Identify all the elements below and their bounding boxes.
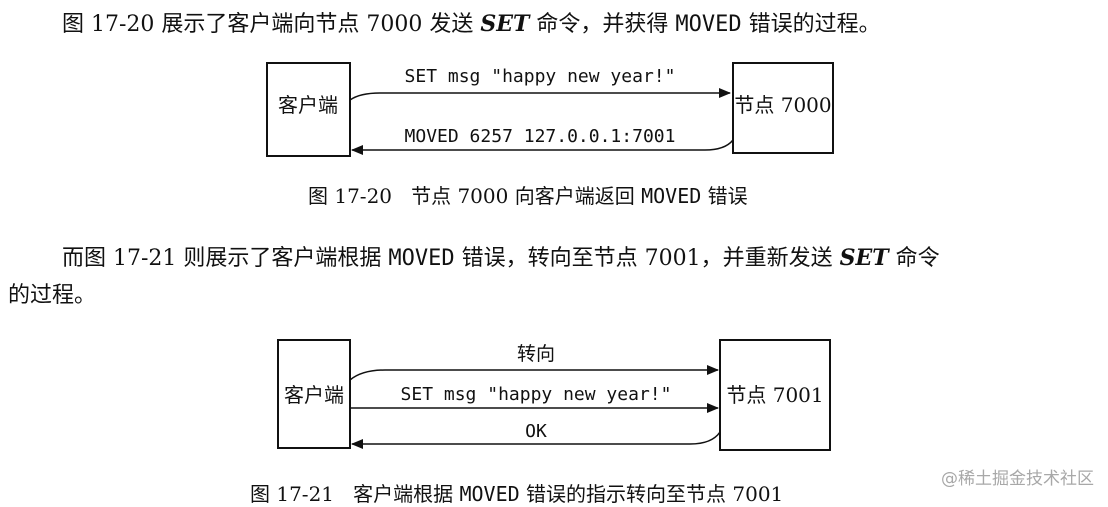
para2-set-keyword: SET (839, 245, 889, 271)
fig1-node-box (732, 62, 834, 154)
fig2-caption-number: 图 17-21 (250, 482, 335, 506)
figure-17-21: 客户端 节点 7001 转向 SET msg "happy new year!"… (277, 339, 831, 451)
fig1-request-label: SET msg "happy new year!" (405, 66, 676, 87)
fig2-node-label: 节点 7001 (726, 383, 823, 407)
para1-text-2: 命令，并获得 (529, 12, 676, 37)
fig2-response-label: OK (525, 421, 547, 442)
fig2-response-arrow (351, 431, 721, 449)
paragraph-2-line-2: 的过程。 (8, 280, 96, 312)
para1-text-3: 错误的过程。 (741, 12, 881, 37)
fig1-response-arrow (351, 139, 734, 155)
fig1-caption: 图 17-20 节点 7000 向客户端返回 MOVED 错误 (308, 180, 748, 209)
fig1-request-arrow (349, 88, 731, 101)
watermark: @稀土掘金技术社区 (941, 469, 1094, 489)
fig2-caption-moved: MOVED (459, 482, 520, 506)
fig1-client-box (266, 62, 351, 157)
fig1-caption-moved: MOVED (641, 184, 702, 208)
fig1-node-label: 节点 7000 (734, 93, 831, 117)
fig2-redirect-label: 转向 (517, 343, 555, 365)
fig2-caption: 图 17-21 客户端根据 MOVED 错误的指示转向至节点 7001 (250, 478, 783, 507)
para2-text-3: 命令 (888, 246, 940, 271)
fig1-caption-number: 图 17-20 (308, 184, 393, 208)
fig2-caption-text-2: 错误的指示转向至节点 7001 (519, 482, 784, 506)
fig2-client-box (277, 339, 351, 449)
fig1-caption-text-2: 错误 (701, 184, 748, 208)
fig2-caption-text-1: 客户端根据 (353, 482, 460, 506)
fig2-node-box (719, 339, 831, 451)
para1-text-1: 图 17-20 展示了客户端向节点 7000 发送 (62, 12, 481, 37)
para2-moved-keyword: MOVED (388, 246, 455, 271)
paragraph-1: 图 17-20 展示了客户端向节点 7000 发送 SET 命令，并获得 MOV… (62, 8, 881, 41)
fig2-client-label: 客户端 (284, 383, 344, 407)
para2-text-2: 错误，转向至节点 7001，并重新发送 (454, 246, 840, 271)
para2-line-2-text: 的过程。 (8, 283, 97, 308)
para2-text-1: 而图 17-21 则展示了客户端根据 (62, 246, 389, 271)
figure-17-20: 客户端 节点 7000 SET msg "happy new year!" MO… (266, 62, 834, 157)
fig2-request-label: SET msg "happy new year!" (401, 384, 672, 405)
fig1-caption-text-1: 节点 7000 向客户端返回 (411, 184, 642, 208)
fig2-redirect-arrow (349, 365, 719, 381)
para1-set-keyword: SET (480, 11, 530, 37)
fig1-client-label: 客户端 (278, 93, 338, 117)
paragraph-2-line-1: 而图 17-21 则展示了客户端根据 MOVED 错误，转向至节点 7001，并… (62, 242, 940, 275)
para1-moved-keyword: MOVED (675, 12, 742, 37)
fig1-response-label: MOVED 6257 127.0.0.1:7001 (405, 126, 676, 147)
